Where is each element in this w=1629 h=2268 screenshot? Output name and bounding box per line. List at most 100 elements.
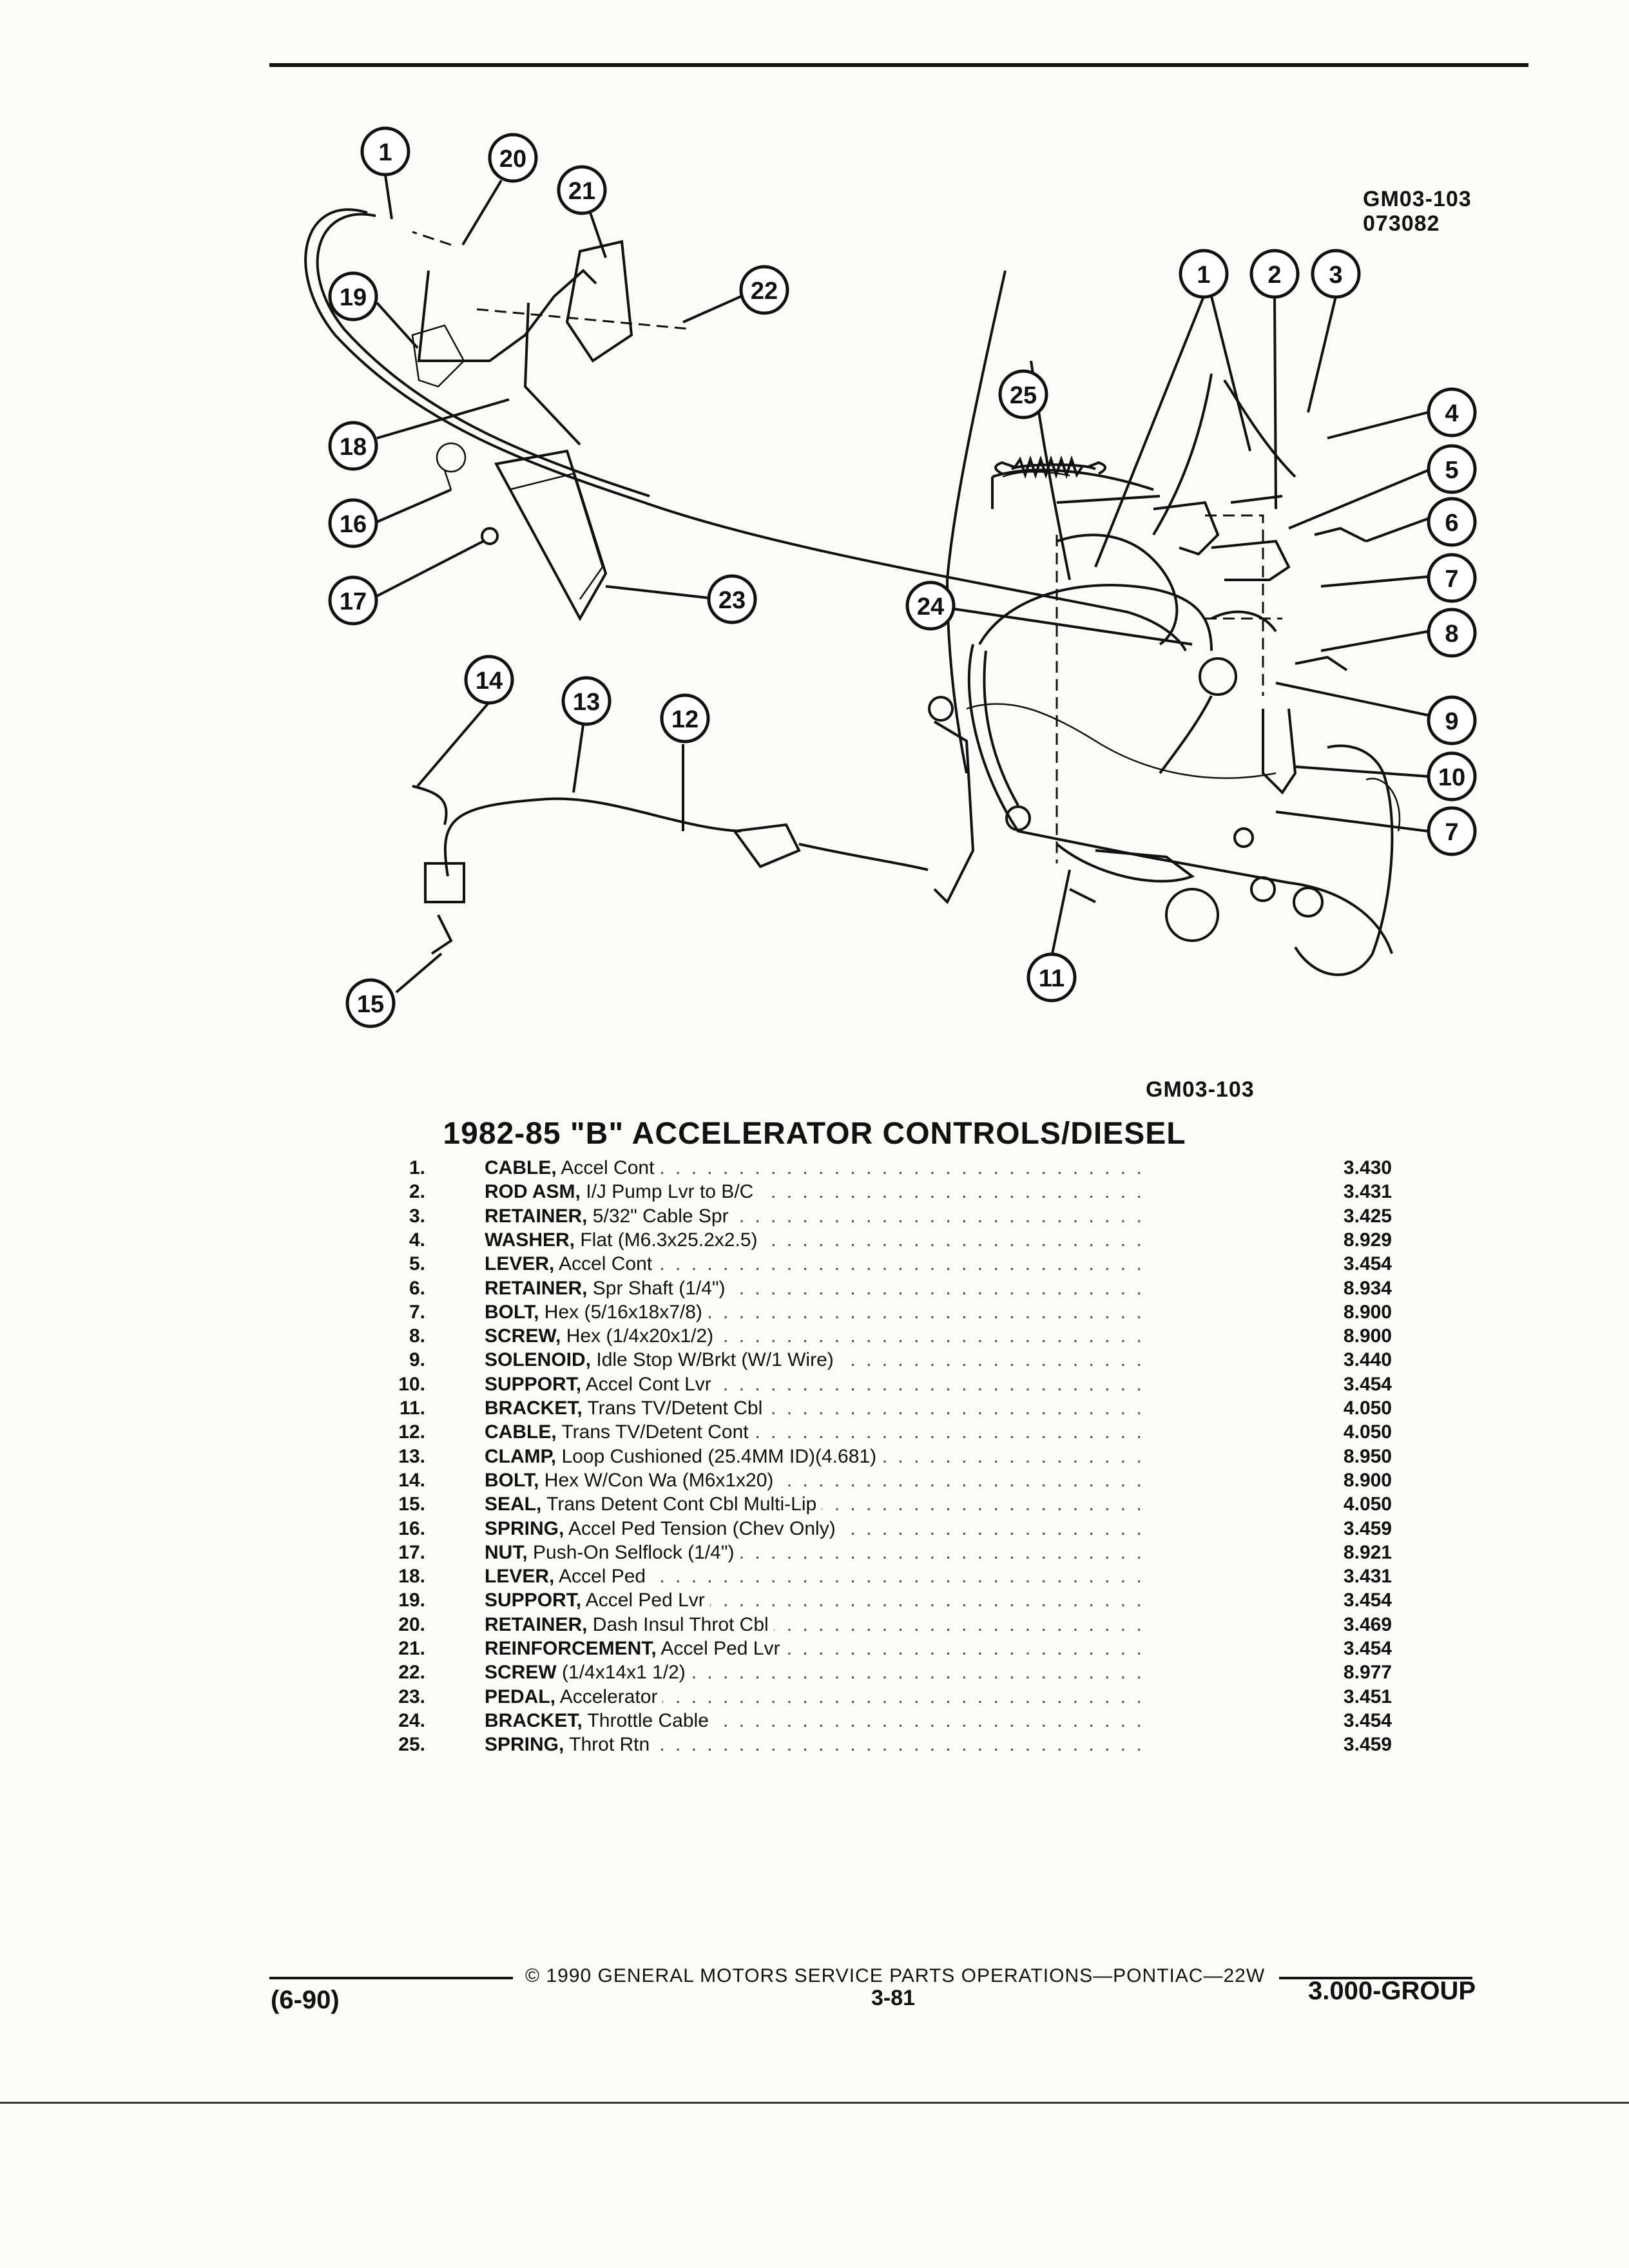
part-row: 6.. . . . . . . . . . . . . . . . . . . … — [361, 1277, 1392, 1300]
part-description: SPRING, Throt Rtn — [485, 1733, 1142, 1756]
part-number: 13. — [398, 1446, 425, 1467]
part-row: 10.. . . . . . . . . . . . . . . . . . .… — [361, 1373, 1392, 1396]
part-code: 3.454 — [1343, 1710, 1392, 1731]
part-detail: I/J Pump Lvr to B/C — [586, 1181, 754, 1202]
part-name: SUPPORT, — [485, 1590, 582, 1611]
svg-text:5: 5 — [1445, 457, 1458, 484]
part-name: RETAINER, — [485, 1278, 588, 1299]
part-name: SPRING, — [485, 1734, 564, 1755]
part-detail: Accel Cont — [561, 1157, 655, 1178]
svg-text:14: 14 — [476, 668, 503, 695]
part-detail: Hex W/Con Wa (M6x1x20) — [544, 1470, 774, 1491]
svg-text:17: 17 — [340, 588, 367, 615]
bottom-rule — [0, 2102, 1629, 2104]
part-code: 3.451 — [1343, 1686, 1392, 1707]
part-code: 3.469 — [1343, 1614, 1392, 1635]
part-code: 3.454 — [1343, 1638, 1392, 1659]
part-row: 18.. . . . . . . . . . . . . . . . . . .… — [361, 1565, 1392, 1588]
part-code: 3.454 — [1343, 1253, 1392, 1274]
part-row: 4.. . . . . . . . . . . . . . . . . . . … — [361, 1229, 1392, 1252]
part-number: 10. — [398, 1374, 425, 1395]
svg-text:11: 11 — [1039, 965, 1065, 992]
part-row: 20.. . . . . . . . . . . . . . . . . . .… — [361, 1613, 1392, 1637]
callout-5: 5 — [1427, 444, 1477, 494]
part-name: NUT, — [485, 1542, 528, 1563]
part-description: LEVER, Accel Cont — [485, 1253, 1142, 1276]
part-description: LEVER, Accel Ped — [485, 1565, 1142, 1588]
callout-6: 6 — [1427, 497, 1477, 547]
part-row: 8.. . . . . . . . . . . . . . . . . . . … — [361, 1325, 1392, 1348]
callout-17: 17 — [328, 575, 378, 626]
part-name: BRACKET, — [485, 1710, 583, 1731]
part-number: 14. — [398, 1470, 425, 1491]
part-description: SEAL, Trans Detent Cont Cbl Multi-Lip — [485, 1493, 1142, 1516]
part-code: 4.050 — [1343, 1421, 1392, 1443]
callout-7-lower: 7 — [1427, 806, 1477, 856]
part-description: SCREW, Hex (1/4x20x1/2) — [485, 1325, 1142, 1348]
callout-4: 4 — [1427, 387, 1477, 437]
diagram-code-top: GM03-103 073082 — [1363, 187, 1472, 236]
part-name: SCREW — [485, 1662, 557, 1683]
part-number: 19. — [398, 1590, 425, 1611]
callout-3: 3 — [1311, 249, 1361, 299]
part-row: 21.. . . . . . . . . . . . . . . . . . .… — [361, 1637, 1392, 1660]
callout-1-top: 1 — [360, 126, 410, 177]
part-number: 12. — [398, 1421, 425, 1443]
part-detail: Throt Rtn — [569, 1734, 650, 1755]
part-row: 11.. . . . . . . . . . . . . . . . . . .… — [361, 1397, 1392, 1420]
part-number: 22. — [398, 1662, 425, 1683]
callout-9: 9 — [1427, 695, 1477, 745]
callout-7-upper: 7 — [1427, 553, 1477, 603]
diagram-code-bottom: GM03-103 — [1146, 1077, 1255, 1102]
part-name: SEAL, — [485, 1494, 542, 1515]
svg-text:9: 9 — [1445, 708, 1458, 735]
part-row: 24.. . . . . . . . . . . . . . . . . . .… — [361, 1709, 1392, 1733]
svg-text:16: 16 — [340, 511, 367, 538]
part-detail: Flat (M6.3x25.2x2.5) — [580, 1229, 758, 1251]
callout-14: 14 — [464, 655, 514, 705]
part-detail: Accelerator — [559, 1686, 658, 1707]
callout-8: 8 — [1427, 608, 1477, 658]
part-name: SUPPORT, — [485, 1374, 582, 1395]
part-description: REINFORCEMENT, Accel Ped Lvr — [485, 1637, 1142, 1660]
svg-text:3: 3 — [1329, 262, 1342, 289]
svg-text:6: 6 — [1445, 510, 1458, 537]
callout-25: 25 — [998, 369, 1048, 419]
diagram-date-code: 073082 — [1363, 211, 1440, 236]
svg-text:21: 21 — [568, 178, 595, 205]
svg-text:10: 10 — [1438, 764, 1465, 791]
svg-text:22: 22 — [751, 278, 778, 305]
spring-25 — [994, 455, 1106, 479]
part-number: 17. — [398, 1542, 425, 1563]
svg-text:1: 1 — [1197, 262, 1210, 289]
callout-22: 22 — [739, 265, 789, 315]
part-row: 2.. . . . . . . . . . . . . . . . . . . … — [361, 1180, 1392, 1204]
footer-date: (6-90) — [271, 1986, 340, 2014]
part-detail: Accel Ped — [559, 1566, 646, 1587]
part-row: 1.. . . . . . . . . . . . . . . . . . . … — [361, 1157, 1392, 1180]
part-name: BOLT, — [485, 1470, 539, 1491]
part-description: BRACKET, Trans TV/Detent Cbl — [485, 1397, 1142, 1420]
part-detail: Hex (1/4x20x1/2) — [566, 1325, 714, 1347]
copyright-line: © 1990 GENERAL MOTORS SERVICE PARTS OPER… — [525, 1965, 1266, 1986]
callout-2: 2 — [1249, 249, 1300, 299]
svg-text:4: 4 — [1445, 400, 1458, 427]
part-number: 8. — [409, 1325, 425, 1347]
svg-text:20: 20 — [499, 146, 526, 173]
part-number: 2. — [409, 1181, 425, 1202]
part-description: RETAINER, Spr Shaft (1/4") — [485, 1277, 1142, 1300]
part-row: 12.. . . . . . . . . . . . . . . . . . .… — [361, 1421, 1392, 1444]
part-description: CLAMP, Loop Cushioned (25.4MM ID)(4.681) — [485, 1445, 1142, 1468]
part-number: 18. — [398, 1566, 425, 1587]
part-description: BOLT, Hex (5/16x18x7/8) — [485, 1301, 1142, 1324]
callout-18: 18 — [328, 421, 378, 471]
part-description: ROD ASM, I/J Pump Lvr to B/C — [485, 1180, 1142, 1204]
part-name: CABLE, — [485, 1157, 557, 1178]
part-name: RETAINER, — [485, 1206, 588, 1227]
part-description: BRACKET, Throttle Cable — [485, 1709, 1142, 1733]
svg-text:7: 7 — [1445, 819, 1458, 846]
part-row: 9.. . . . . . . . . . . . . . . . . . . … — [361, 1349, 1392, 1372]
part-code: 8.950 — [1343, 1446, 1392, 1467]
part-description: SCREW (1/4x14x1 1/2) — [485, 1661, 1142, 1684]
callout-1-right: 1 — [1179, 249, 1229, 299]
